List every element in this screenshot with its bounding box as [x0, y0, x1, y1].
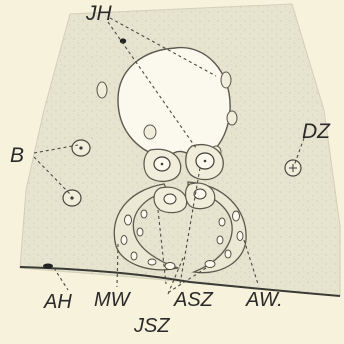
label-asz: ASZ	[173, 289, 214, 311]
label-b: B	[10, 144, 24, 167]
label-jh: JH	[85, 2, 113, 25]
label-ah: AH	[43, 291, 72, 313]
b-cell-lower	[63, 190, 81, 206]
ah-nucleus	[43, 264, 53, 269]
left-lower-nucleus	[164, 194, 176, 204]
label-dz: DZ	[302, 120, 331, 143]
label-aw: AW.	[245, 289, 283, 311]
left-asz-nucleolus	[161, 163, 164, 166]
label-jsz: JSZ	[133, 315, 170, 337]
label-mw: MW	[94, 289, 132, 311]
b-cell-upper	[72, 140, 90, 156]
right-asz-nucleolus	[204, 160, 207, 163]
dz-cell	[285, 160, 301, 176]
